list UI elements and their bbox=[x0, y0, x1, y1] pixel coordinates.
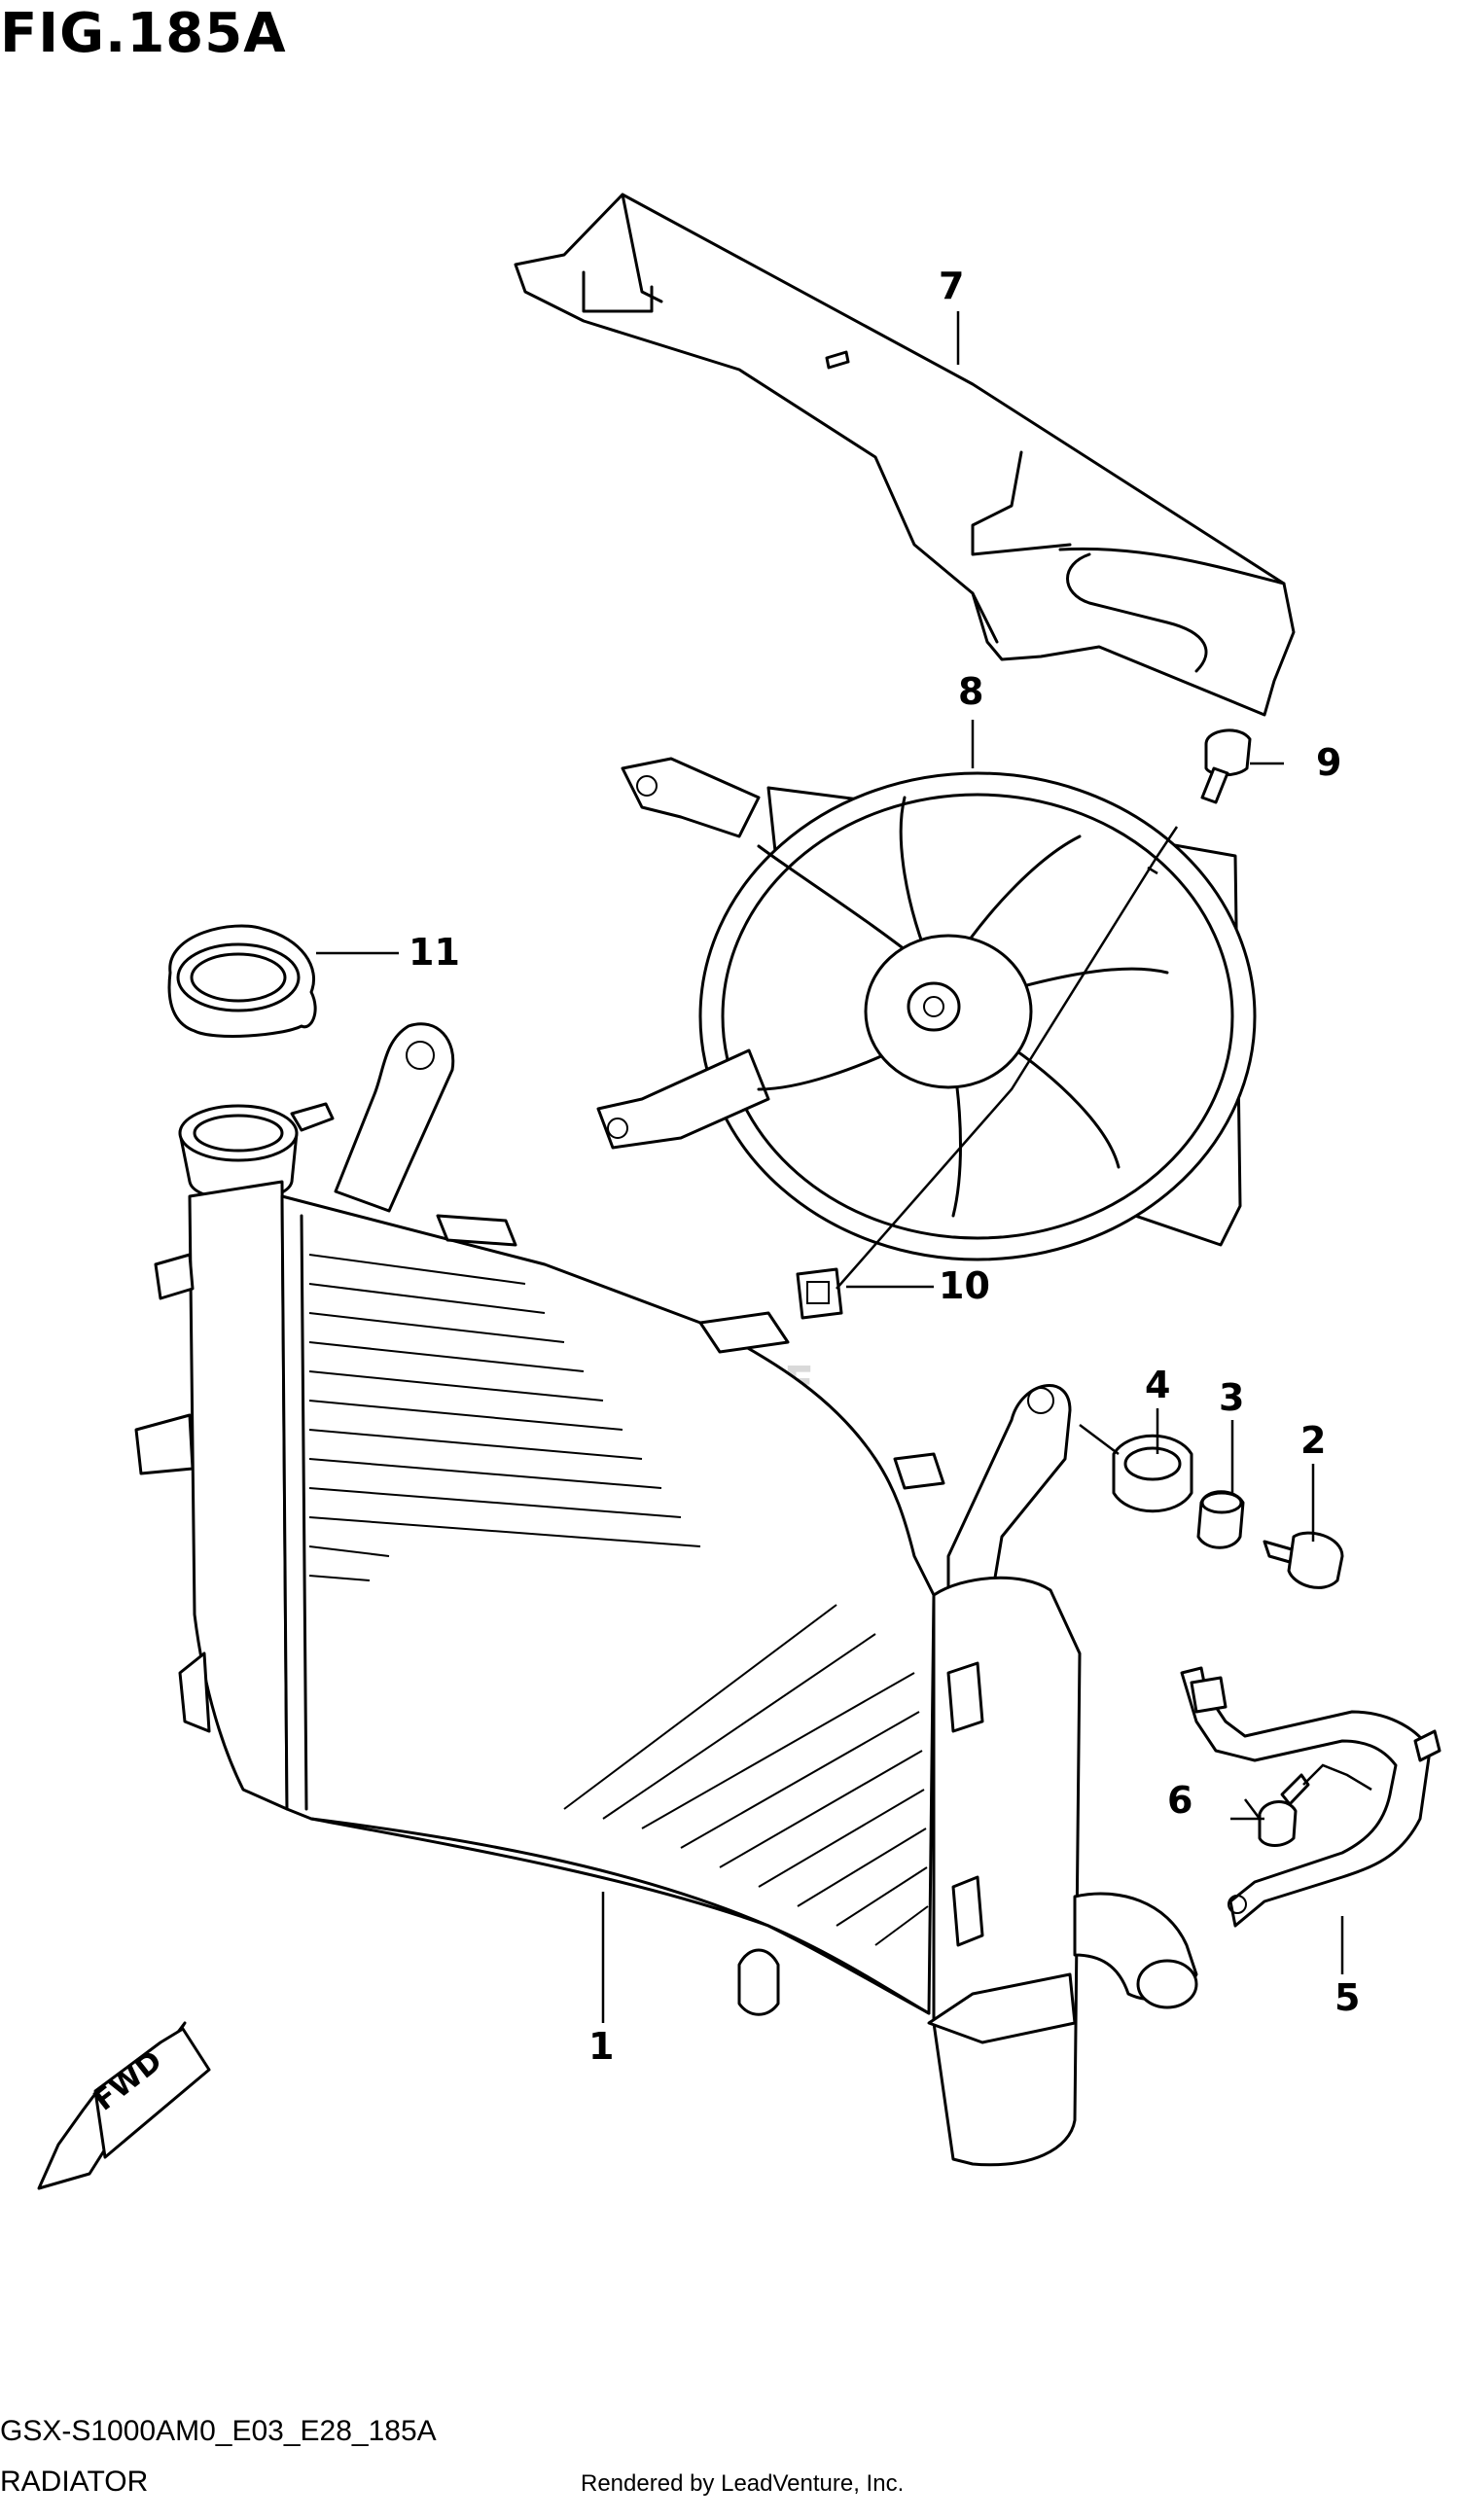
figure-title: FIG.185A bbox=[0, 2, 287, 65]
part-9-bolt[interactable] bbox=[1200, 728, 1252, 804]
part-7-air-guide[interactable] bbox=[514, 193, 1296, 717]
callout-11: 11 bbox=[409, 931, 460, 974]
callout-1: 1 bbox=[588, 2025, 615, 2068]
callout-6: 6 bbox=[1167, 1779, 1193, 1822]
callout-7: 7 bbox=[939, 265, 965, 307]
fwd-arrow bbox=[37, 2021, 211, 2190]
part-4-grommet[interactable] bbox=[1112, 1434, 1193, 1513]
leader-lines bbox=[316, 311, 1372, 2023]
figure-name: RADIATOR bbox=[0, 2466, 149, 2498]
part-1-radiator[interactable] bbox=[134, 1022, 1198, 2167]
part-6-bolt[interactable] bbox=[1258, 1773, 1310, 1847]
callout-4: 4 bbox=[1145, 1364, 1171, 1406]
part-5-stay[interactable] bbox=[1180, 1666, 1441, 1928]
callout-9: 9 bbox=[1316, 741, 1342, 784]
render-credit: Rendered by LeadVenture, Inc. bbox=[581, 2470, 905, 2497]
part-8-cooling-fan[interactable] bbox=[596, 757, 1257, 1261]
callout-3: 3 bbox=[1219, 1376, 1245, 1419]
callout-10: 10 bbox=[939, 1264, 990, 1307]
part-2-bolt[interactable] bbox=[1263, 1531, 1344, 1589]
part-10-clip-nut[interactable] bbox=[796, 1267, 843, 1320]
figure-code: GSX-S1000AM0_E03_E28_185A bbox=[0, 2415, 437, 2447]
part-11-radiator-cap[interactable] bbox=[167, 924, 317, 1038]
callout-2: 2 bbox=[1300, 1419, 1327, 1462]
callout-5: 5 bbox=[1334, 1976, 1361, 2019]
part-3-collar[interactable] bbox=[1196, 1490, 1245, 1549]
callout-8: 8 bbox=[958, 670, 984, 713]
